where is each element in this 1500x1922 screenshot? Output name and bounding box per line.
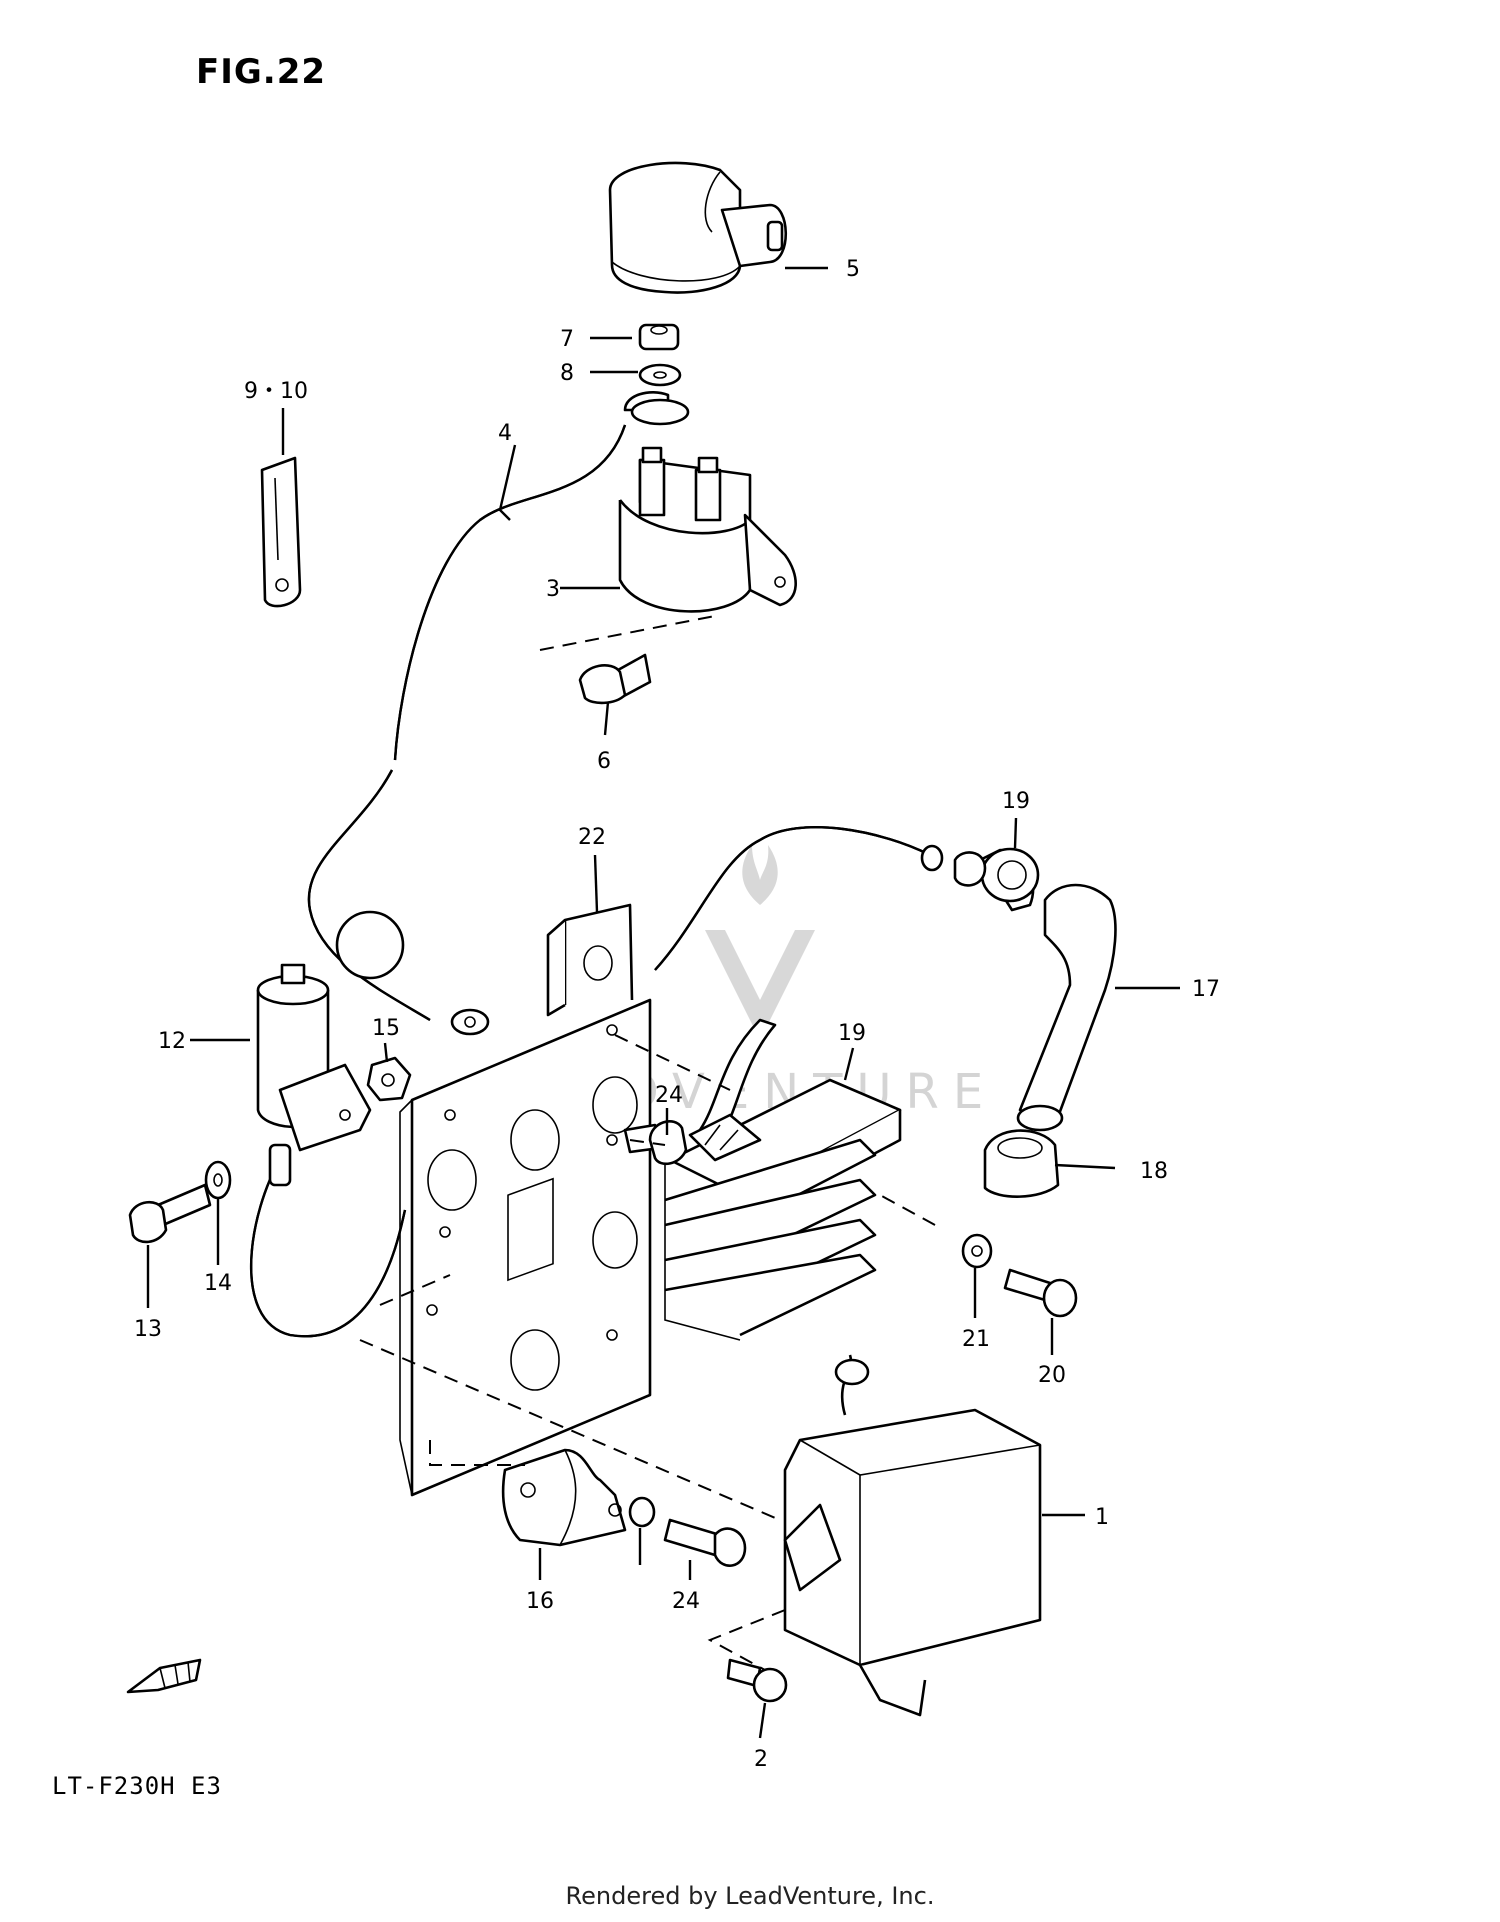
part-14-nut xyxy=(366,1056,412,1102)
callout-4: 4 xyxy=(498,421,512,446)
callout-18: 19 xyxy=(1002,789,1030,814)
part-6-bolt xyxy=(578,653,652,705)
part-2-screw xyxy=(726,1658,788,1703)
callout-12: 13 xyxy=(134,1317,162,1342)
part-9-10-bracket xyxy=(260,456,302,608)
callout-7: 7 xyxy=(560,327,574,352)
callout-3: 3 xyxy=(546,577,560,602)
part-4-lead-wire xyxy=(307,424,627,1036)
callout-1: 1 xyxy=(1095,1505,1109,1530)
callout-2: 2 xyxy=(754,1747,768,1772)
callout-20: 20 xyxy=(1038,1363,1066,1388)
footer-credit: Rendered by LeadVenture, Inc. xyxy=(565,1882,935,1910)
part-13-washer xyxy=(204,1160,232,1200)
part-7-nut xyxy=(638,323,680,351)
model-code: LT-F230H E3 xyxy=(52,1772,222,1800)
part-12-bolt xyxy=(128,1183,212,1244)
part-8-washer xyxy=(638,363,682,387)
part-24-bolt xyxy=(623,1120,688,1166)
front-direction-arrow-icon xyxy=(126,1658,202,1694)
callout-22: 22 xyxy=(578,825,606,850)
callout-11: 12 xyxy=(158,1029,186,1054)
callout-17: 18 xyxy=(1140,1159,1168,1184)
part-3-starter-relay xyxy=(618,390,797,613)
part-5-terminal-cap xyxy=(608,161,788,294)
high-tension-cable xyxy=(654,825,944,971)
part-23-bolt xyxy=(663,1518,747,1567)
figure-title: FIG.22 xyxy=(196,52,327,92)
callout-24: 24 xyxy=(655,1083,683,1108)
part-22-mounting-plate xyxy=(399,903,652,1497)
callout-6: 6 xyxy=(597,749,611,774)
part-20-screw xyxy=(1003,1268,1078,1318)
callout-15: 16 xyxy=(526,1589,554,1614)
part-25-washer xyxy=(628,1496,656,1528)
callout-labels: 5 7 8 9・10 4 3 6 22 19 17 18 19 24 12 15… xyxy=(134,257,1220,1772)
callout-23: 24 xyxy=(672,1589,700,1614)
assembly-guide-lines xyxy=(359,614,936,1671)
callout-13: 14 xyxy=(204,1271,232,1296)
part-1-cdi-unit xyxy=(783,1354,1042,1717)
callout-21: 21 xyxy=(962,1327,990,1352)
callout-19: 19 xyxy=(838,1021,866,1046)
callout-9-10: 9・10 xyxy=(244,379,308,404)
part-18-grommet xyxy=(953,847,1040,912)
part-16-spark-plug-cap xyxy=(1016,883,1117,1132)
part-11-ignition-coil xyxy=(250,963,407,1338)
callout-14: 15 xyxy=(372,1016,400,1041)
part-21-washer xyxy=(961,1233,993,1269)
callout-5: 5 xyxy=(846,257,860,282)
callout-16: 17 xyxy=(1192,977,1220,1002)
leader-lines xyxy=(146,266,1180,1739)
callout-8: 8 xyxy=(560,361,574,386)
part-17-seal xyxy=(983,1129,1060,1198)
part-19-regulator-rectifier xyxy=(664,1018,902,1341)
part-15-bracket xyxy=(501,1448,627,1547)
